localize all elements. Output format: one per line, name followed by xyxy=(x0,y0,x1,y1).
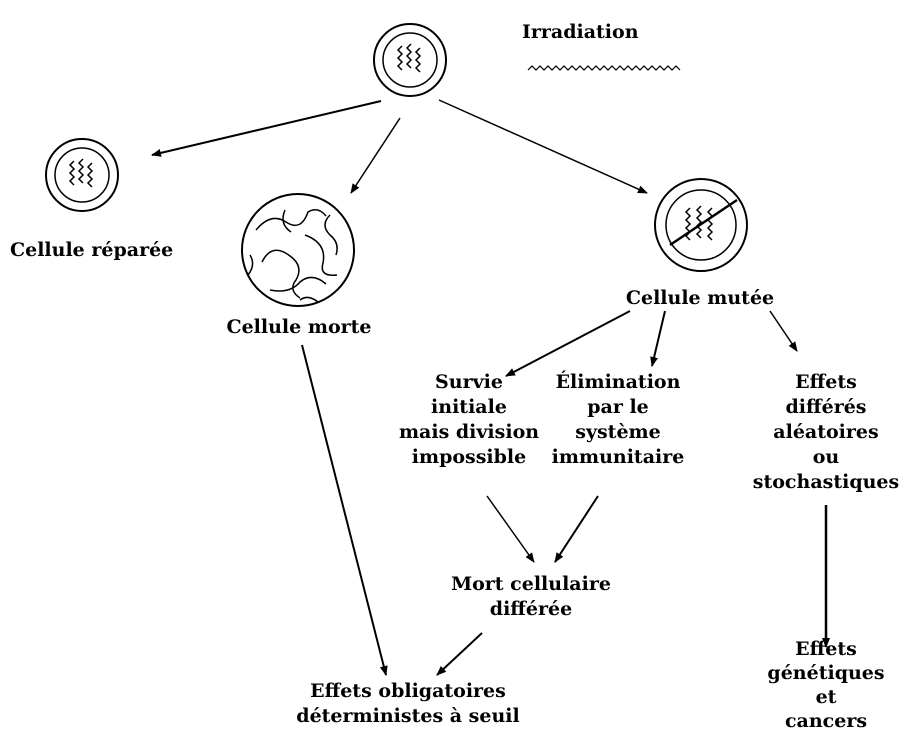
arrow-mort-to-effets-obligatoires xyxy=(436,632,483,676)
effets-obligatoires-label: Effets obligatoires déterministes à seui… xyxy=(296,680,520,727)
arrow-mutated-to-elimination xyxy=(650,310,666,367)
arrow-mutated-to-survie xyxy=(505,310,631,377)
arrow-to-mutated xyxy=(438,99,648,194)
arrow-survie-to-mort xyxy=(486,495,535,563)
irradiation-label: Irradiation xyxy=(522,21,639,43)
arrow-elimination-to-mort xyxy=(554,495,599,563)
cellule-reparee-label: Cellule réparée xyxy=(10,239,174,261)
cellule-morte-label: Cellule morte xyxy=(226,316,372,338)
irradiated-cell-icon xyxy=(373,23,447,97)
arrow-to-repaired xyxy=(151,100,382,157)
dead-cell-icon xyxy=(241,193,355,307)
elimination-label: Élimination par le système immunitaire xyxy=(551,371,685,468)
mutated-cell-icon xyxy=(654,178,748,272)
effets-differes-label: Effets différés aléatoires ou stochastiq… xyxy=(752,371,900,493)
survie-label: Survie initiale mais division impossible xyxy=(398,371,540,468)
arrow-to-dead xyxy=(350,117,401,194)
arrow-mutated-to-effets-differes xyxy=(769,310,798,352)
cellule-mutee-label: Cellule mutée xyxy=(625,287,775,309)
irradiation-wave-icon xyxy=(527,65,681,71)
repaired-cell-icon xyxy=(45,138,119,212)
mort-cellulaire-label: Mort cellulaire différée xyxy=(451,573,611,620)
effets-genetiques-label: Effets génétiques et cancers xyxy=(767,638,885,732)
arrow-dead-to-effets-obligatoires xyxy=(301,344,388,676)
